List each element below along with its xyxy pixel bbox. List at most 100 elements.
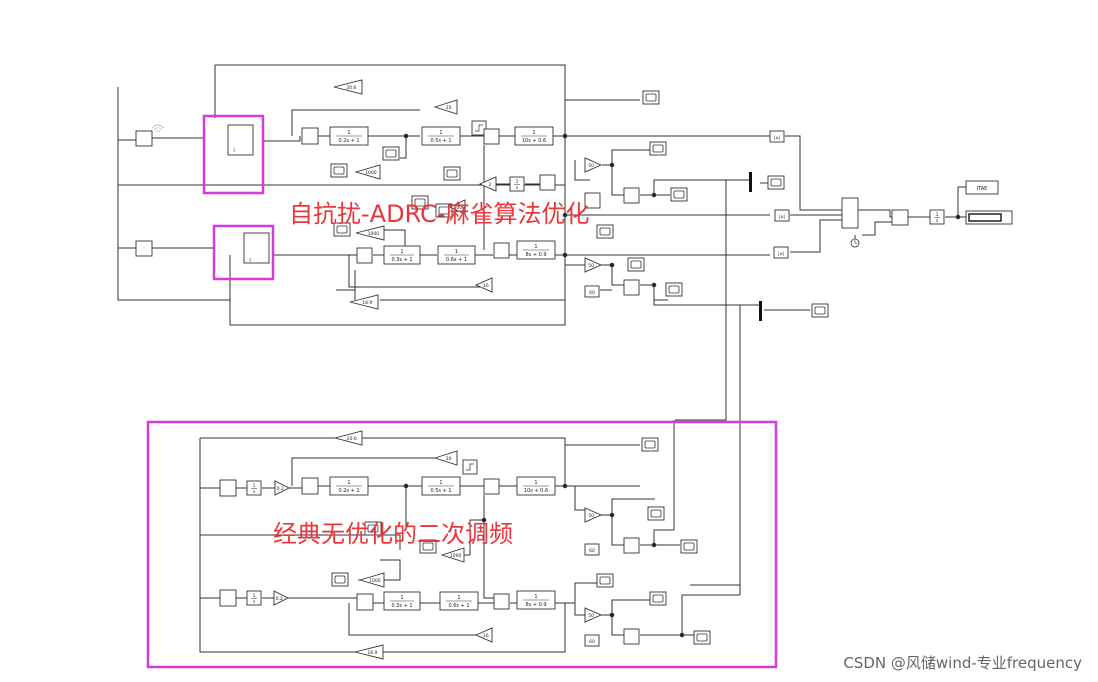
adrc-subsystem[interactable] <box>227 124 254 156</box>
sum-block[interactable] <box>623 628 640 645</box>
itae-label: ITAE <box>977 186 988 192</box>
step-icon <box>466 463 474 471</box>
tf-numerator: 1 <box>400 249 403 255</box>
mux-block[interactable] <box>841 197 859 229</box>
gain-block[interactable] <box>358 572 385 588</box>
gain-block[interactable] <box>433 99 458 115</box>
sum-block[interactable] <box>623 187 640 204</box>
controller-input[interactable] <box>135 240 153 257</box>
junction-dot <box>403 483 409 489</box>
junction-dot <box>955 214 961 220</box>
scope-screen-icon <box>683 542 695 551</box>
constant-block[interactable] <box>584 285 600 298</box>
mux-bar <box>749 172 752 192</box>
scope-screen-icon <box>385 149 397 158</box>
constant-block[interactable] <box>584 543 600 556</box>
gain-block[interactable] <box>274 480 291 496</box>
scope-screen-icon <box>367 524 379 533</box>
gain-block[interactable] <box>349 294 379 310</box>
sum-block[interactable] <box>623 279 640 296</box>
sum-block[interactable] <box>493 593 510 610</box>
integrator-den: s <box>936 219 939 224</box>
gain-value: 0.2 <box>276 596 283 602</box>
sum-block[interactable] <box>623 537 640 554</box>
gain-value: 50 <box>588 613 594 619</box>
gain-block[interactable] <box>333 79 363 95</box>
highlight-box-classic <box>146 420 778 669</box>
sum-block[interactable] <box>356 593 374 611</box>
junction-dot <box>609 512 615 518</box>
constant-value: 60 <box>589 290 595 296</box>
gain-block[interactable] <box>433 450 458 466</box>
integrator-block[interactable] <box>929 209 945 225</box>
step-icon <box>475 124 483 132</box>
gain-value: 16 <box>483 283 489 289</box>
sum-block[interactable] <box>493 242 510 259</box>
gain-block[interactable] <box>355 225 385 241</box>
integrator-block[interactable] <box>246 590 262 606</box>
scope-screen-icon <box>645 93 657 102</box>
gain-block[interactable] <box>474 627 493 643</box>
display-block[interactable] <box>965 180 999 195</box>
integrator-num: 1 <box>936 212 939 218</box>
gain-block[interactable] <box>584 607 603 623</box>
gain-value: 20.6 <box>346 85 356 91</box>
tf-denominator: 0.6s + 1 <box>448 603 469 609</box>
abs-label: |u| <box>778 251 784 257</box>
gain-block[interactable] <box>273 590 290 606</box>
gain-block[interactable] <box>333 430 363 446</box>
sum-block[interactable] <box>356 247 373 264</box>
abs-block[interactable] <box>774 209 790 222</box>
tf-denominator: 0.3s + 1 <box>391 257 412 263</box>
product-block[interactable] <box>584 192 601 209</box>
junction-dot <box>651 192 657 198</box>
tf-numerator: 1 <box>534 480 537 486</box>
sum-block[interactable] <box>483 478 500 495</box>
gain-block[interactable] <box>584 507 603 523</box>
scope-screen-icon <box>696 633 708 642</box>
sum-block[interactable] <box>483 128 500 145</box>
scope-screen-icon <box>599 576 611 585</box>
integrator-block[interactable] <box>246 480 262 496</box>
gain-block[interactable] <box>584 257 603 273</box>
sum-block[interactable] <box>219 479 237 497</box>
scope-screen-icon <box>770 178 782 187</box>
wifi-icon <box>151 124 165 129</box>
tf-numerator: 1 <box>400 595 403 601</box>
gain-block[interactable] <box>440 547 465 563</box>
wifi-icon <box>153 127 163 131</box>
gain-block[interactable] <box>474 277 493 293</box>
sum-block[interactable] <box>539 174 556 191</box>
scope-screen-icon <box>334 575 346 584</box>
sum-block[interactable] <box>301 477 319 495</box>
gain-block[interactable] <box>448 199 466 215</box>
integrator-den: s <box>253 600 256 605</box>
sum-block[interactable] <box>301 127 319 145</box>
tf-denominator: 8s + 0.9 <box>525 252 546 258</box>
controller-input[interactable] <box>135 130 153 147</box>
tf-numerator: 1 <box>439 480 442 486</box>
tf-numerator: 1 <box>534 594 537 600</box>
tf-denominator: 0.6s + 1 <box>446 257 467 263</box>
integrator-block[interactable] <box>509 176 525 192</box>
gain-value: 1000 <box>369 578 381 584</box>
tf-denominator: 8s + 0.9 <box>525 602 546 608</box>
gain-block[interactable] <box>584 157 603 173</box>
abs-block[interactable] <box>773 246 789 259</box>
gain-block[interactable] <box>354 644 384 660</box>
abs-block[interactable] <box>769 130 785 143</box>
sum-block[interactable] <box>219 589 237 607</box>
adrc-subsystem[interactable] <box>243 232 270 264</box>
gain-value: 16.9 <box>367 650 377 656</box>
scope-screen-icon <box>438 206 450 215</box>
gain-block[interactable] <box>478 176 497 192</box>
scope-screen-icon <box>599 227 611 236</box>
constant-value: 60 <box>589 639 595 645</box>
gain-value: 2 <box>488 182 491 188</box>
constant-block[interactable] <box>584 634 600 647</box>
watermark: CSDN @风储wind-专业frequency <box>843 654 1082 672</box>
tf-denominator: 0.3s + 1 <box>391 603 412 609</box>
gain-block[interactable] <box>354 164 381 180</box>
product-block[interactable] <box>891 209 909 226</box>
